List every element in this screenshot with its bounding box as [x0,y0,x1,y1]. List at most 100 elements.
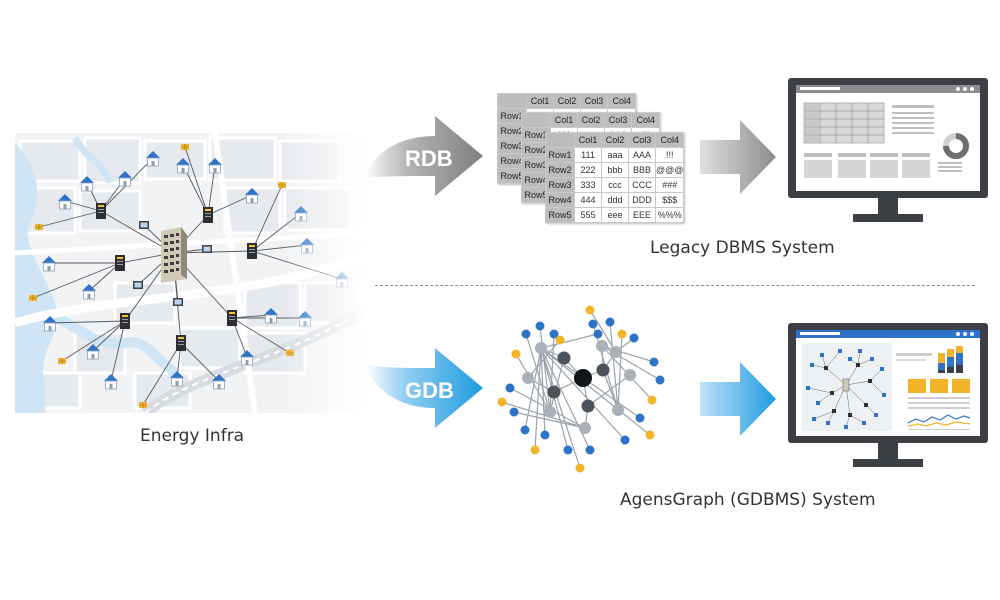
graph-inner-node [547,385,561,399]
rdb-label: RDB [405,146,453,171]
table-cell: eee [601,207,629,223]
graph-leaf-node [655,375,665,385]
graph-mid-node [624,369,636,381]
gdbms-output-arrow [700,362,776,436]
mini-substation-icon [848,413,852,417]
graph-leaf-node [585,305,595,315]
column-header: Col4 [630,112,661,128]
mini-substation-icon [830,391,834,395]
graph-mid-node [579,422,591,434]
graph-leaf-node [509,407,519,417]
table-cell: %%% [654,207,685,223]
row-header: Row4 [497,153,527,169]
graph-inner-node [596,363,610,377]
column-header: Col1 [526,93,554,109]
graph-inner-node [557,351,571,365]
mini-building-icon [842,378,850,392]
graph-edge [524,347,542,431]
mini-house-icon [812,417,816,421]
graph-leaf-node [497,397,507,407]
graph-edge [540,333,599,349]
mini-map-link [825,350,841,369]
mini-substation-icon [856,363,860,367]
mini-substation-icon [868,379,872,383]
mini-house-icon [862,421,866,425]
graph-hub-node [574,369,592,387]
column-header: Col2 [601,132,629,148]
energy-infra-caption: Energy Infra [140,426,245,446]
graph-network [497,305,665,473]
mini-house-icon [816,401,820,405]
gdbms-dashboard-monitor [788,323,988,467]
graph-leaf-node [511,349,521,359]
table-cell: !!! [654,147,685,163]
graph-edge [540,347,569,451]
graph-edge [527,339,561,379]
mini-house-icon [826,421,830,425]
mini-house-icon [806,386,810,390]
graph-mid-node [596,340,608,352]
graph-edge [534,347,542,451]
graph-edge [525,333,551,413]
mini-map-link [849,414,865,424]
graph-leaf-node [549,329,559,339]
mini-substation-icon [864,403,868,407]
mini-map-link [807,387,833,394]
mini-map-link [811,364,827,369]
table-cell: ccc [601,177,629,193]
graph-leaf-node [645,430,655,440]
table-cell: aaa [601,147,629,163]
graph-leaf-node [620,435,630,445]
graph-edge [501,401,586,429]
column-header: Col3 [628,132,656,148]
graph-leaf-node [563,445,573,455]
graph-mid-node [610,346,622,358]
graph-edge [515,353,551,413]
mini-house-icon [820,353,824,357]
graph-leaf-node [535,321,545,331]
table-cell: bbb [601,162,629,178]
row-header: Row3 [545,177,575,193]
table-cell: 333 [574,177,602,193]
mini-map-link [825,367,847,386]
graph-leaf-node [540,430,550,440]
table-cell: @@@ [654,162,685,178]
table-cell: DDD [628,192,656,208]
mini-house-icon [838,349,842,353]
graph-leaf-node [505,383,515,393]
row-header: Row1 [545,147,575,163]
graph-mid-node [544,406,556,418]
graph-leaf-node [605,317,615,327]
graph-leaf-node [588,319,598,329]
mini-house-icon [848,357,852,361]
mini-map-link [817,392,833,404]
energy-infra-map [15,133,370,413]
mini-house-icon [874,413,878,417]
graph-inner-node [581,399,595,413]
graph-edge [617,333,623,411]
column-header: Col4 [606,93,637,109]
mini-house-icon [882,393,886,397]
legacy-output-arrow [700,120,776,194]
table-cell: CCC [628,177,656,193]
column-header: Col4 [654,132,685,148]
graph-leaf-node [585,445,595,455]
table-cell: ### [654,177,685,193]
rdb-arrow: RDB [365,116,483,196]
section-divider [375,285,975,286]
graph-leaf-node [521,329,531,339]
graph-leaf-node [593,329,603,339]
graph-edge [540,347,641,419]
legacy-dashboard-monitor [788,78,988,222]
graph-edge [540,347,626,441]
graph-leaf-node [530,445,540,455]
legacy-dbms-caption: Legacy DBMS System [650,238,835,258]
mini-house-icon [858,349,862,353]
graph-edge [587,374,631,407]
mini-map-link [813,410,835,420]
mini-map-link [845,384,867,406]
row-header: Row5 [497,168,527,184]
